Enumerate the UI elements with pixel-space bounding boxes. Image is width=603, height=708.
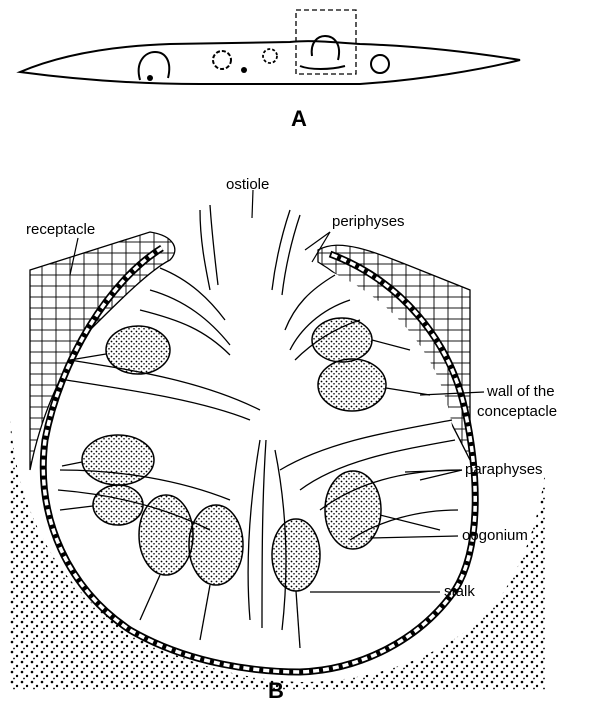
stalk-label: stalk [444, 583, 475, 600]
periphyses-label: periphyses [332, 213, 405, 230]
wall-label-line1: wall of the [486, 383, 555, 400]
paraphyses-label: paraphyses [465, 461, 543, 478]
thallus-section-a [20, 10, 520, 84]
receptacle-label: receptacle [26, 221, 95, 238]
panel-b-label: B [268, 678, 284, 703]
ostiole-label: ostiole [226, 176, 269, 193]
oogonium-label: oogonium [462, 527, 528, 544]
wall-label-line2: conceptacle [477, 403, 557, 420]
panel-a-label: A [291, 106, 307, 131]
conceptacle-section-b [10, 205, 545, 690]
